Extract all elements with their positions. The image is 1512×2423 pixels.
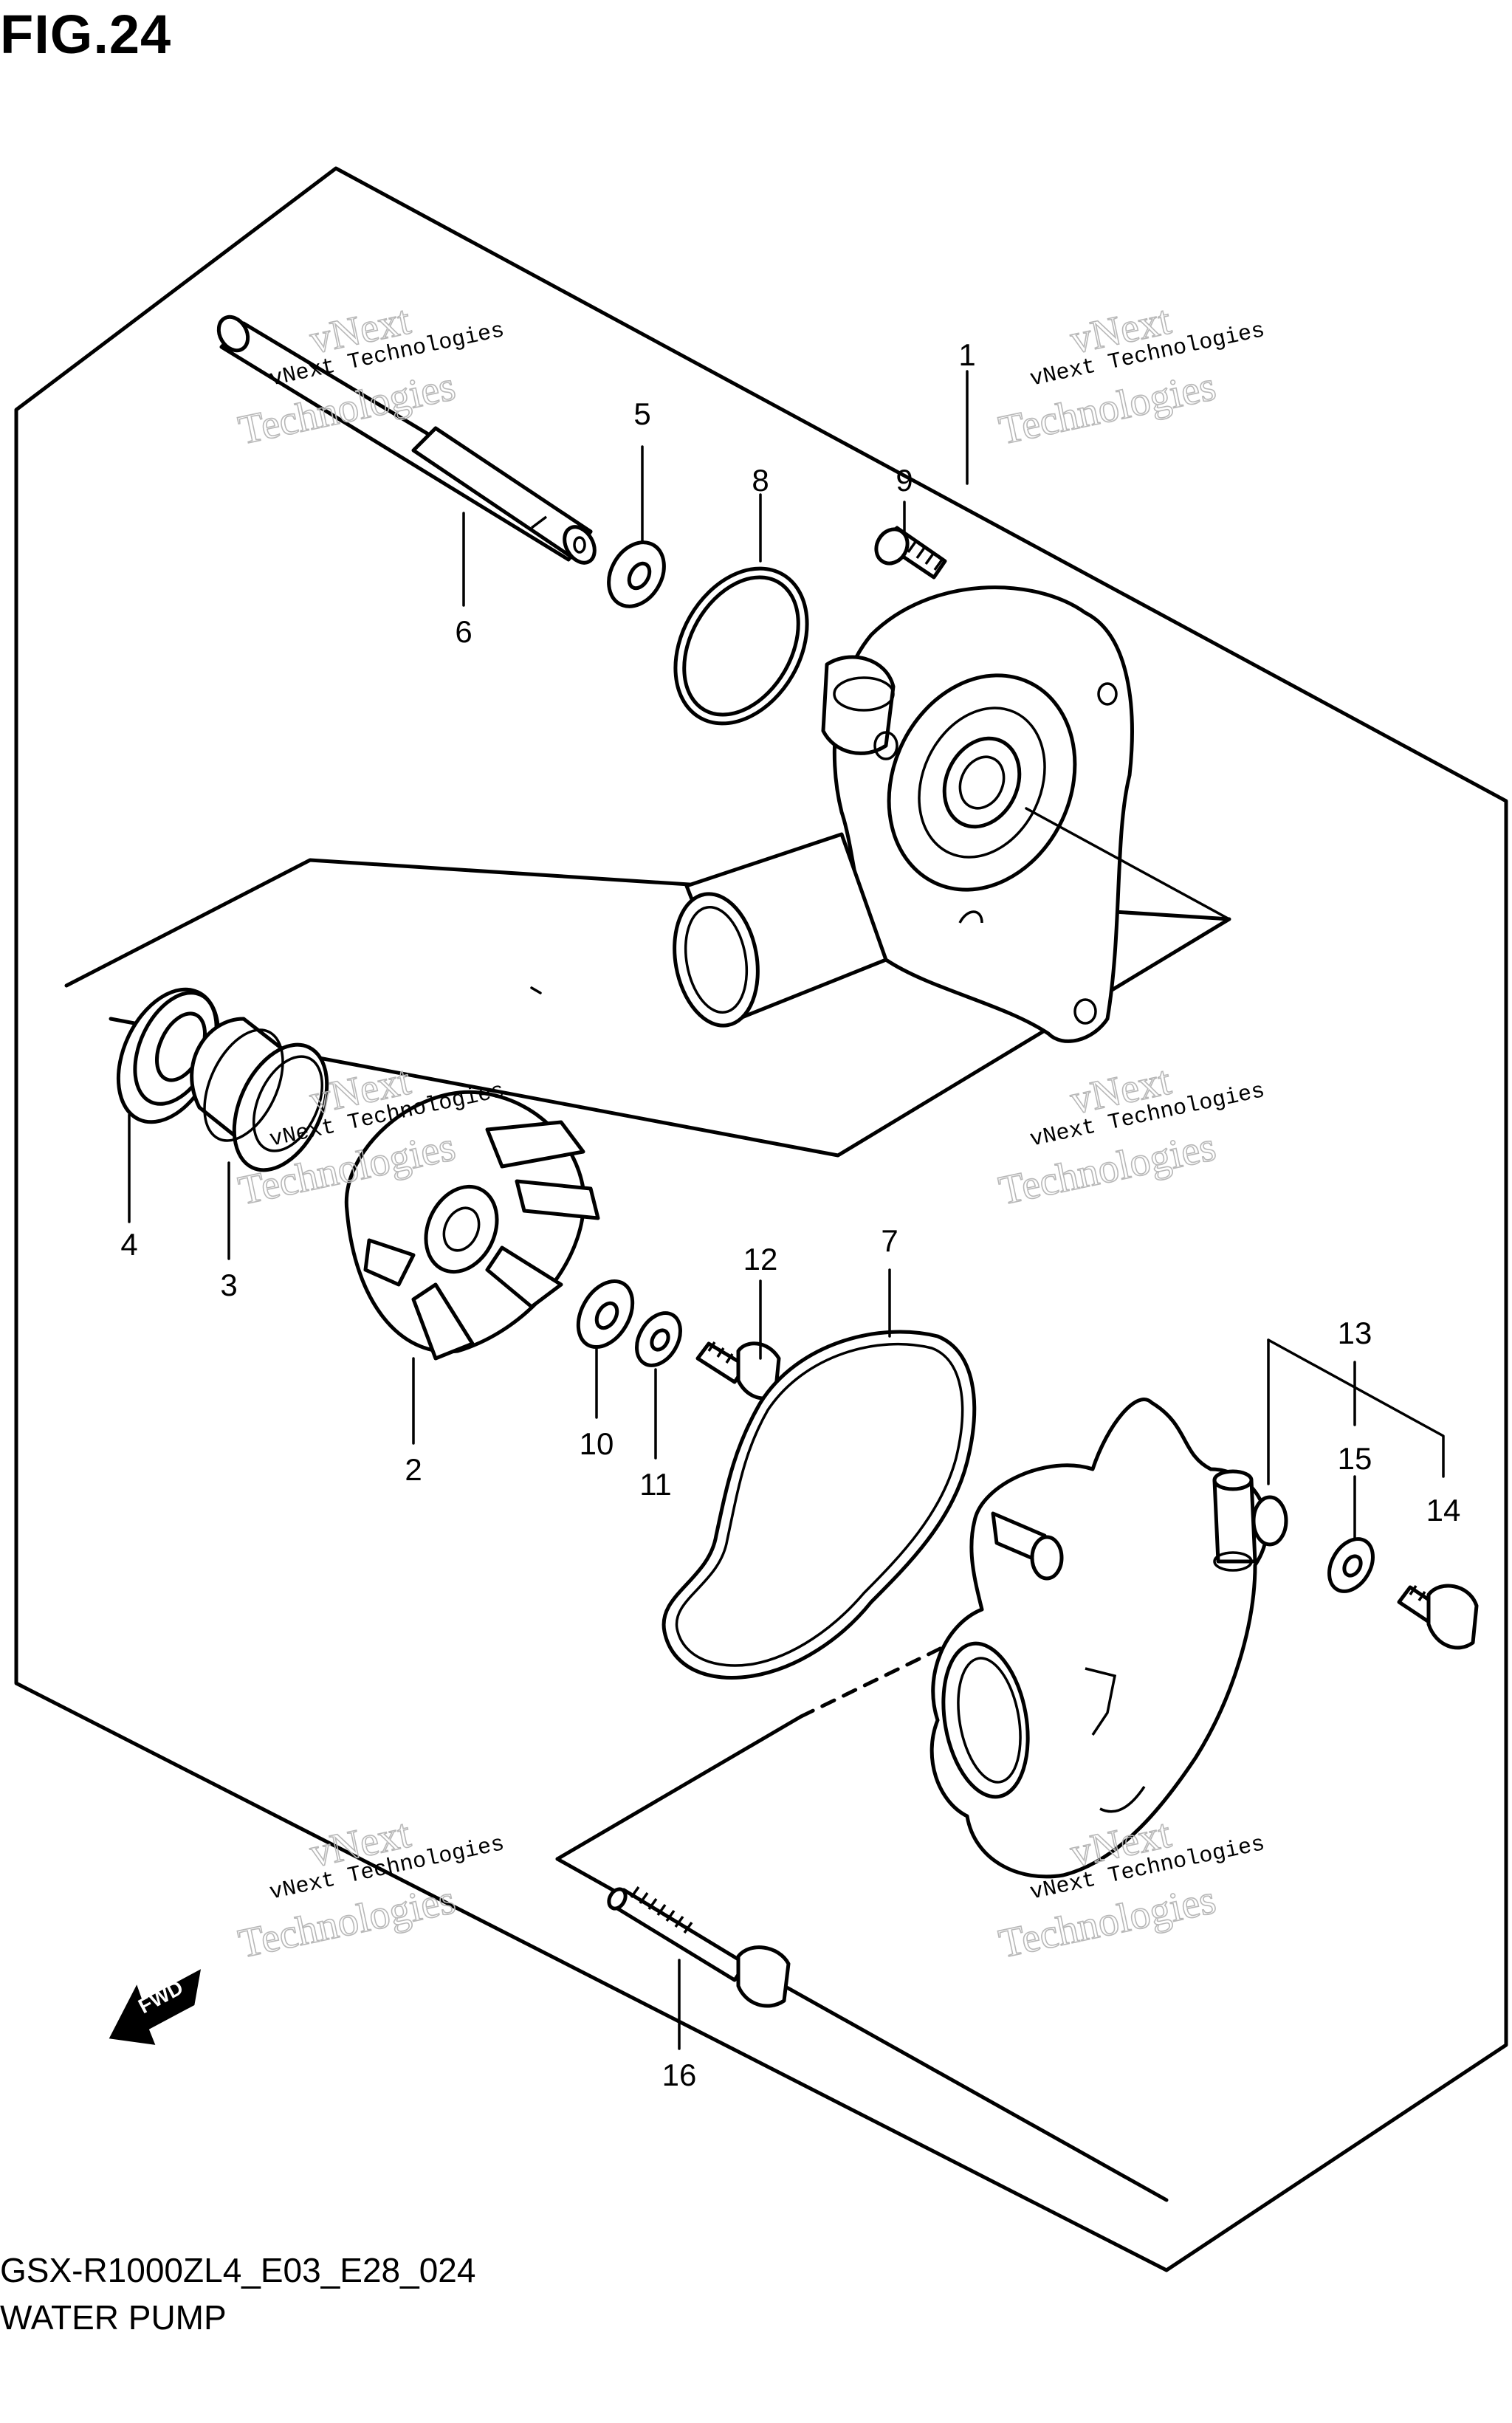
callout-10: 10: [580, 1426, 614, 1461]
callout-5: 5: [633, 396, 650, 431]
svg-text:Technologies: Technologies: [995, 1877, 1220, 1967]
long-bolt-16: [607, 1886, 791, 2008]
callout-3: 3: [220, 1268, 237, 1302]
svg-text:Technologies: Technologies: [995, 1124, 1220, 1214]
diagram-name: WATER PUMP: [0, 2298, 227, 2337]
callout-9: 9: [896, 463, 913, 498]
svg-text:Technologies: Technologies: [995, 363, 1220, 454]
watermark-bottom-left: Technologies vNext vNext Technologies: [234, 1810, 506, 1968]
callout-12: 12: [743, 1242, 778, 1276]
pump-body: [673, 585, 1134, 1043]
pump-shaft: [216, 315, 597, 565]
svg-text:Technologies: Technologies: [235, 1877, 459, 1967]
callout-1: 1: [958, 337, 975, 372]
assembly-outline: [14, 166, 1508, 2272]
cover-gasket-7: [662, 1330, 977, 1680]
watermark-top-right: Technologies vNext vNext Technologies: [994, 297, 1267, 455]
cover-group-frame: [555, 1714, 803, 1861]
callout-4: 4: [120, 1227, 137, 1262]
callout-2: 2: [405, 1452, 422, 1487]
callout-15: 15: [1338, 1441, 1372, 1476]
bolt-9: [874, 526, 947, 580]
leader-lines: [128, 370, 1356, 2050]
callout-6: 6: [455, 614, 472, 649]
callout-8: 8: [752, 463, 769, 498]
bolt-group-bracket: [1267, 1338, 1445, 1478]
fwd-arrow-icon: FWD: [109, 1969, 202, 2045]
callout-11: 11: [639, 1467, 672, 1502]
figure-title: FIG.24: [0, 4, 172, 65]
callout-16: 16: [662, 2058, 697, 2092]
washer-15: [1327, 1537, 1375, 1593]
o-ring-8: [673, 566, 809, 726]
watermark-mid-right: Technologies vNext vNext Technologies: [994, 1057, 1267, 1215]
washer-5: [607, 540, 666, 608]
impeller-2: [344, 1090, 600, 1361]
callout-14: 14: [1426, 1493, 1461, 1527]
impeller-bolt-12: [695, 1341, 781, 1400]
callout-7: 7: [881, 1223, 898, 1258]
callout-numbers: 1 2 3 4 5 6 7 8 9 10 11 12 13 14 15 16: [120, 337, 1460, 2092]
model-code: GSX-R1000ZL4_E03_E28_024: [0, 2251, 476, 2289]
callout-13: 13: [1338, 1316, 1372, 1350]
washer-10: [576, 1279, 635, 1350]
washer-11: [635, 1311, 682, 1367]
bolt-14: [1397, 1584, 1479, 1650]
pump-cover-13: [929, 1398, 1288, 1879]
mechanical-seal-3: [190, 1017, 329, 1172]
